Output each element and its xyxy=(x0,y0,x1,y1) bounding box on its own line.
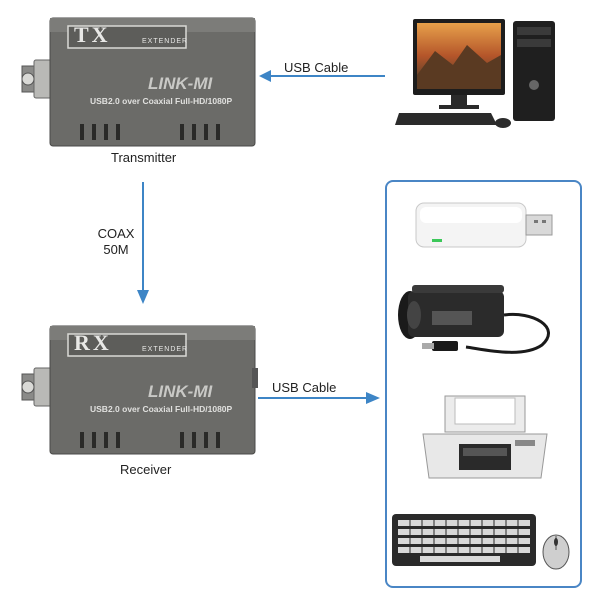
transmitter-device-illustration xyxy=(21,17,256,147)
desktop-pc-icon xyxy=(395,19,555,128)
top-usb-arrow xyxy=(259,70,385,82)
printer-icon xyxy=(422,395,548,479)
rx-brand: LINK-MI xyxy=(148,382,213,401)
transmitter-label: Transmitter xyxy=(111,150,177,165)
receiver-label: Receiver xyxy=(120,462,172,477)
coax-label: COAX xyxy=(97,226,135,241)
keyboard-icon xyxy=(392,514,536,566)
tx-vents xyxy=(80,124,220,140)
rx-badge-text: RX xyxy=(74,330,112,355)
bottom-usb-arrow xyxy=(258,392,380,404)
coax-arrow xyxy=(137,182,149,304)
rx-badge-sub: EXTENDER xyxy=(142,346,189,353)
tx-brand: LINK-MI xyxy=(148,74,213,93)
rx-model-line: USB2.0 over Coaxial Full-HD/1080P xyxy=(90,404,233,414)
usb-camera-icon xyxy=(398,285,550,354)
transmitter-device: TX EXTENDER LINK-MI USB2.0 over Coaxial … xyxy=(20,10,260,150)
coax-length-label: 50M xyxy=(103,242,129,257)
tx-badge-text: TX xyxy=(74,22,111,47)
rx-vents xyxy=(80,432,220,448)
usb-dongle-icon xyxy=(415,202,553,248)
receiver-device-illustration xyxy=(21,325,258,455)
bottom-cable-label: USB Cable xyxy=(272,380,337,395)
mouse-icon xyxy=(542,534,570,570)
receiver-device: RX EXTENDER LINK-MI USB2.0 over Coaxial … xyxy=(20,318,260,458)
top-cable-label: USB Cable xyxy=(284,60,349,75)
tx-model-line: USB2.0 over Coaxial Full-HD/1080P xyxy=(90,96,233,106)
tx-badge-sub: EXTENDER xyxy=(142,38,189,45)
